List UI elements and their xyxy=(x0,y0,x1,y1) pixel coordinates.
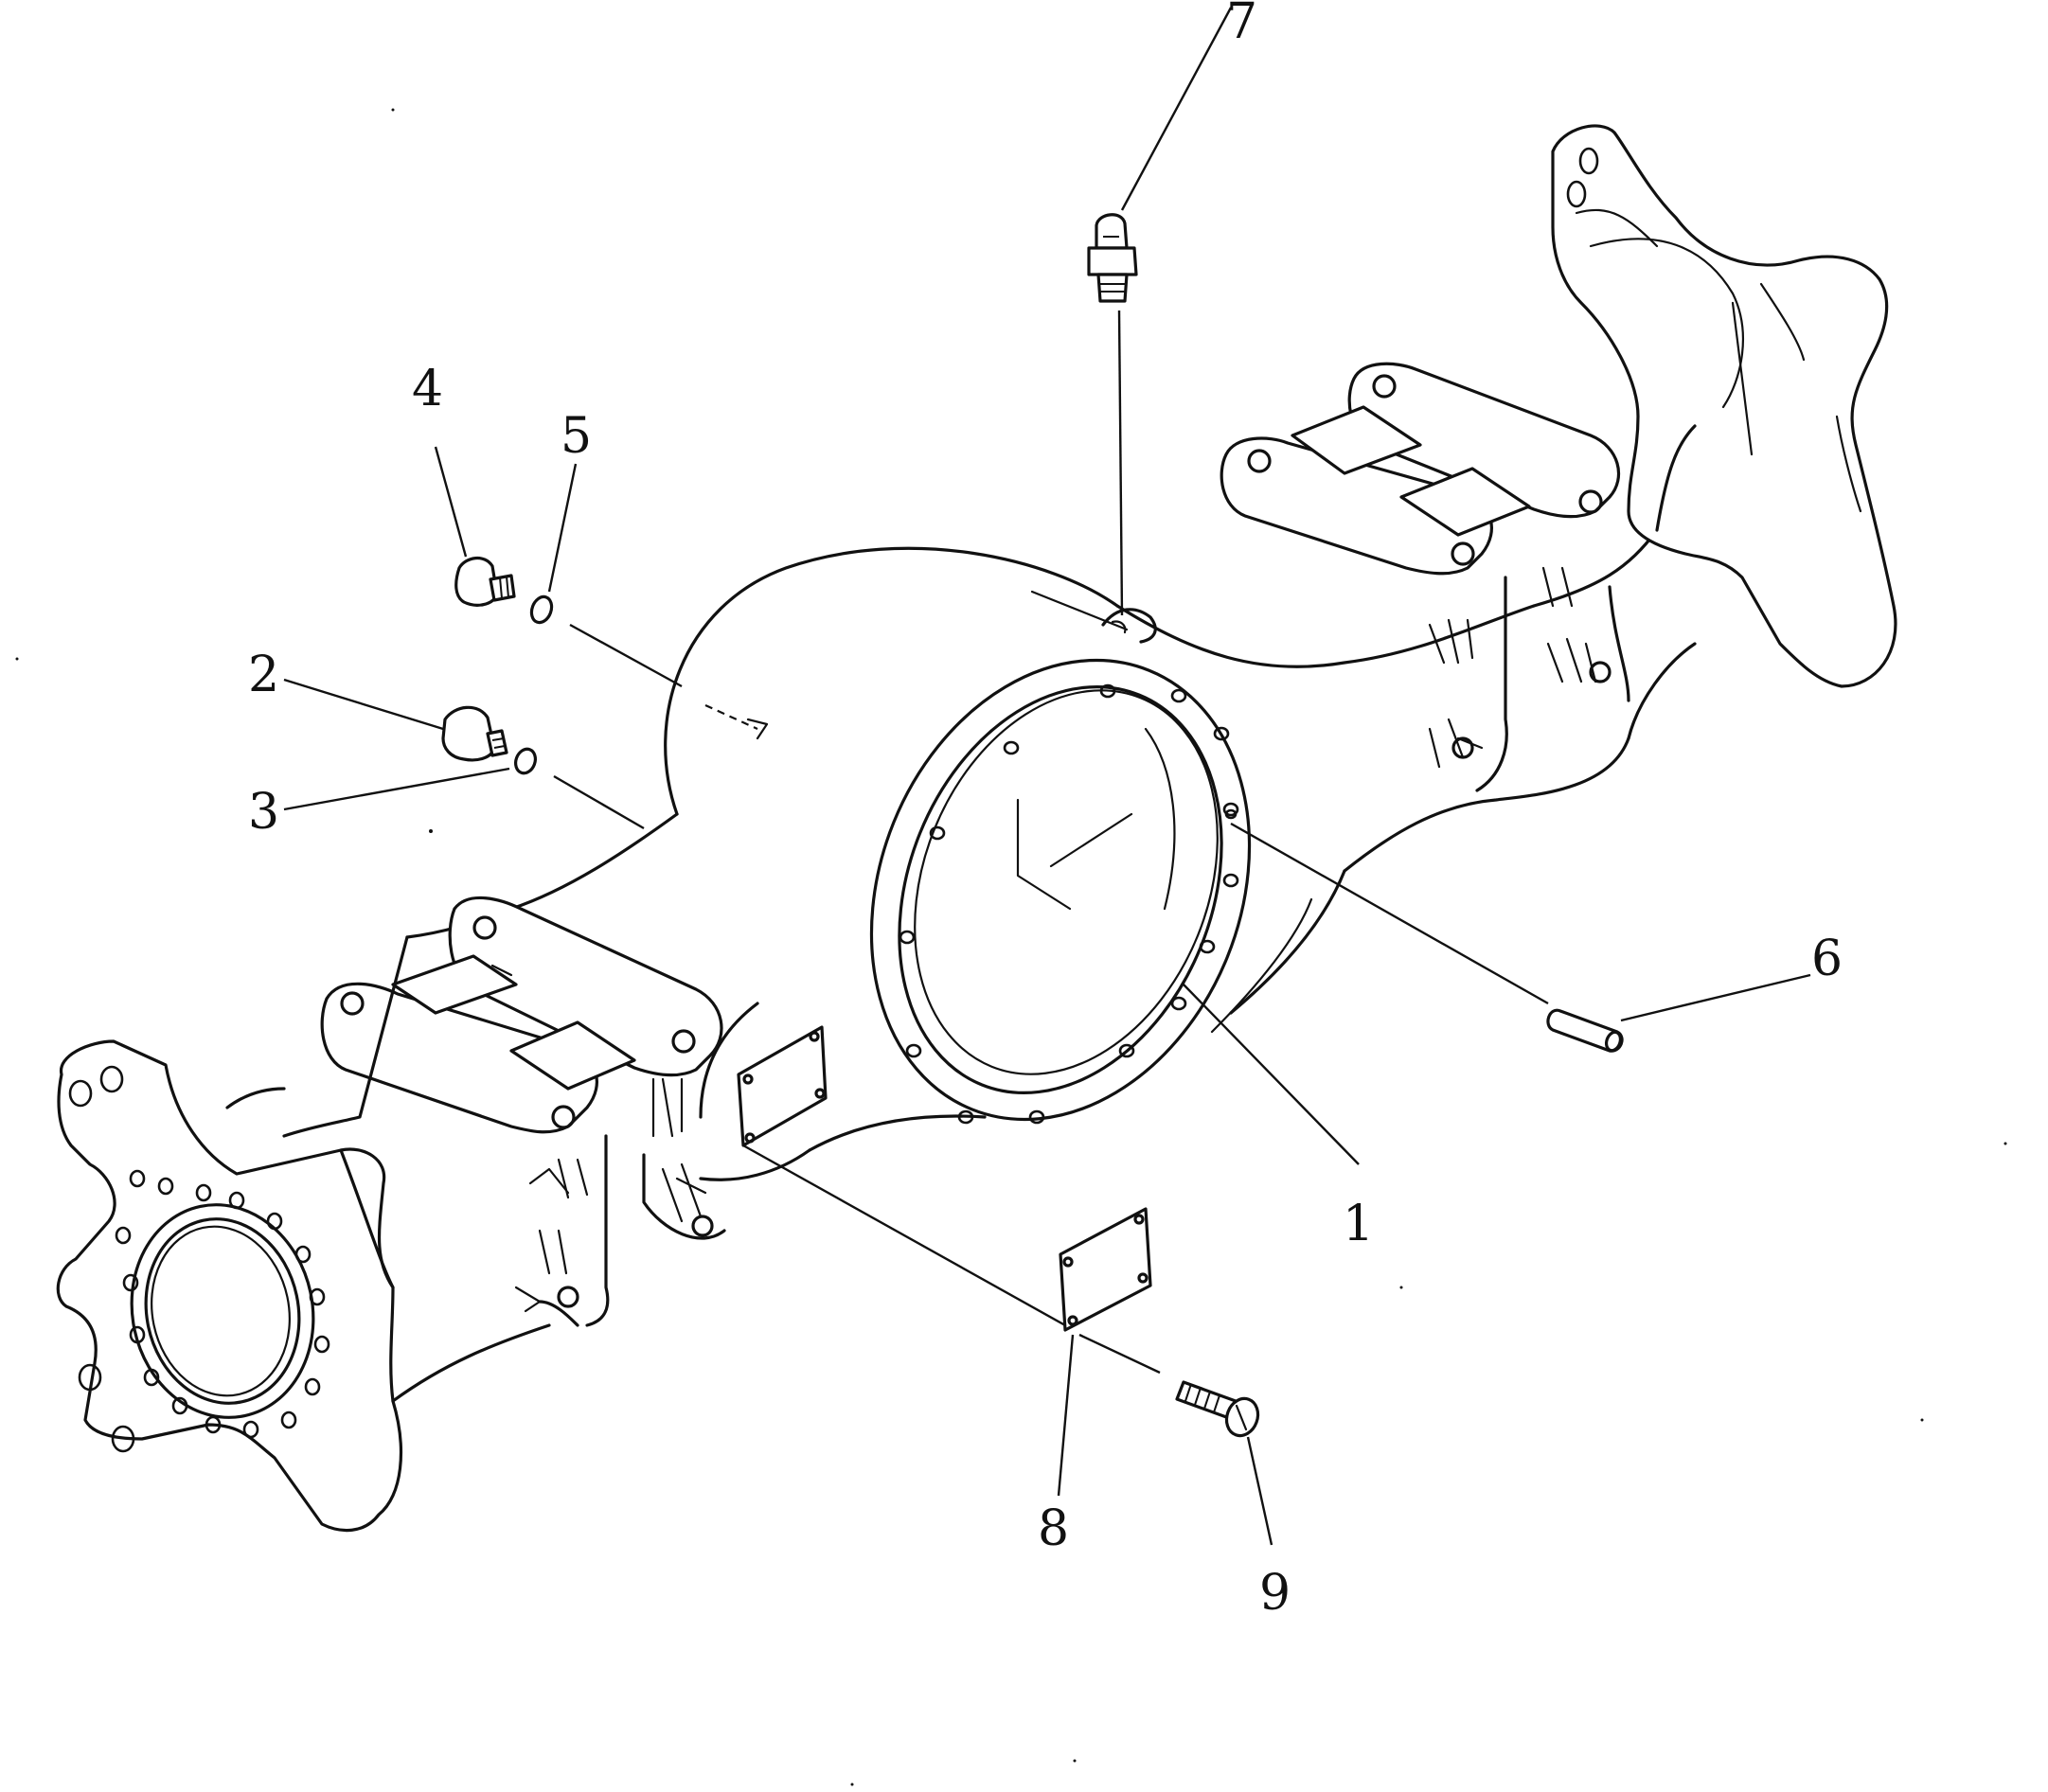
callout-8: 8 xyxy=(1038,1500,1069,1557)
cover-plate xyxy=(1059,1207,1152,1332)
right-spring-seat xyxy=(1220,362,1630,792)
left-hub-flange xyxy=(56,935,551,1533)
callout-labels: 1 2 3 4 5 6 7 8 9 xyxy=(248,0,1843,1622)
center-ring-flange xyxy=(869,658,1252,1125)
o-ring-upper xyxy=(529,594,554,625)
callout-5: 5 xyxy=(561,408,592,465)
dowel-pin xyxy=(1546,1008,1624,1053)
leader-lines xyxy=(283,7,1811,1546)
callout-4: 4 xyxy=(412,361,443,417)
callout-6: 6 xyxy=(1811,931,1843,987)
scan-specks xyxy=(15,108,2007,1786)
axle-housing xyxy=(56,124,1897,1533)
o-ring-small xyxy=(514,747,537,775)
breather xyxy=(1087,213,1138,303)
breather-boss xyxy=(1101,608,1157,644)
plug-upper xyxy=(454,557,516,607)
callout-7: 7 xyxy=(1226,0,1257,50)
callout-1: 1 xyxy=(1343,1196,1374,1252)
plug xyxy=(441,705,508,762)
side-plate-mount xyxy=(737,1025,828,1147)
bolt xyxy=(1175,1380,1260,1438)
right-hub-flange xyxy=(1551,124,1897,688)
callout-9: 9 xyxy=(1259,1565,1291,1622)
callout-2: 2 xyxy=(248,647,279,703)
left-spring-seat xyxy=(320,896,726,1327)
callout-3: 3 xyxy=(248,784,279,841)
